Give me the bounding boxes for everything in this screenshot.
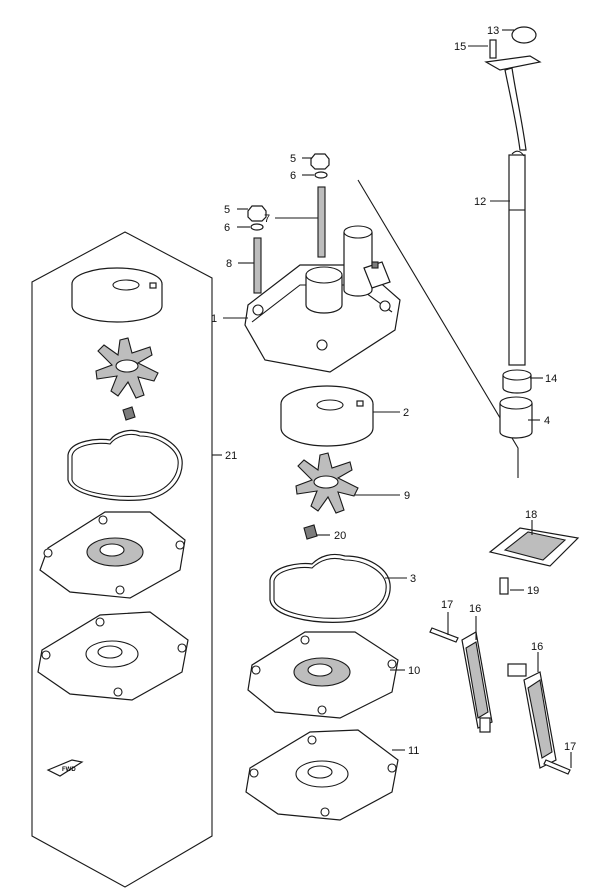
callout-12: 12 [474,196,486,208]
callout-1: 1 [211,313,217,325]
callout-20: 20 [334,530,346,542]
callout-6-upper: 6 [290,170,296,182]
nut-5-lower [247,205,267,222]
impeller-9 [295,452,359,514]
screen-18 [488,527,580,567]
forward-arrow-label: FWD [62,767,76,773]
kit-pump-plate [39,511,186,599]
stud-7 [317,186,326,258]
kit-key [122,406,136,421]
callout-13: 13 [487,25,499,37]
seal-4 [499,396,533,439]
water-tube-12 [504,67,527,366]
forward-arrow: FWD [46,759,84,777]
callout-5-lower: 5 [224,204,230,216]
kit-gasket [67,429,183,501]
gasket-3 [269,553,391,623]
callout-16-left: 16 [469,603,481,615]
nut-5-upper [310,153,330,170]
callout-19: 19 [527,585,539,597]
impeller-case-2 [280,385,374,447]
callout-2: 2 [403,407,409,419]
callout-16-right: 16 [531,641,543,653]
washer-6-lower [250,223,264,231]
water-filter-16-left [461,631,493,733]
kit-21-group [31,231,213,888]
kit-plate-gasket [37,611,189,701]
callout-3: 3 [410,573,416,585]
washer-6-upper [314,171,328,179]
callout-17-left: 17 [441,599,453,611]
water-filter-16-right [507,663,557,769]
pump-housing-1 [244,225,401,373]
callout-4: 4 [544,415,550,427]
callout-8: 8 [226,258,232,270]
callout-9: 9 [404,490,410,502]
callout-7: 7 [264,213,270,225]
stud-bolts [247,153,330,294]
callout-10: 10 [408,665,420,677]
key-20 [303,524,318,540]
gasket-11 [245,729,399,821]
stud-8 [253,237,262,294]
callout-18: 18 [525,509,537,521]
callout-11: 11 [408,745,419,757]
screw-17-right [543,759,571,775]
callout-5-upper: 5 [290,153,296,165]
callout-17-right: 17 [564,741,576,753]
callout-21: 21 [225,450,237,462]
tube-bracket [484,55,542,71]
kit-pump-case [71,267,163,323]
kit-impeller [95,337,159,399]
bolt-15 [489,39,497,59]
bolt-19 [499,577,509,595]
callout-14: 14 [545,373,557,385]
callout-15: 15 [454,41,466,53]
callout-6-lower: 6 [224,222,230,234]
pump-plate-10 [247,631,399,719]
screw-17-left [429,627,459,643]
callout-leaders [212,29,572,768]
seal-14 [502,369,532,394]
grommet-13 [511,26,537,44]
